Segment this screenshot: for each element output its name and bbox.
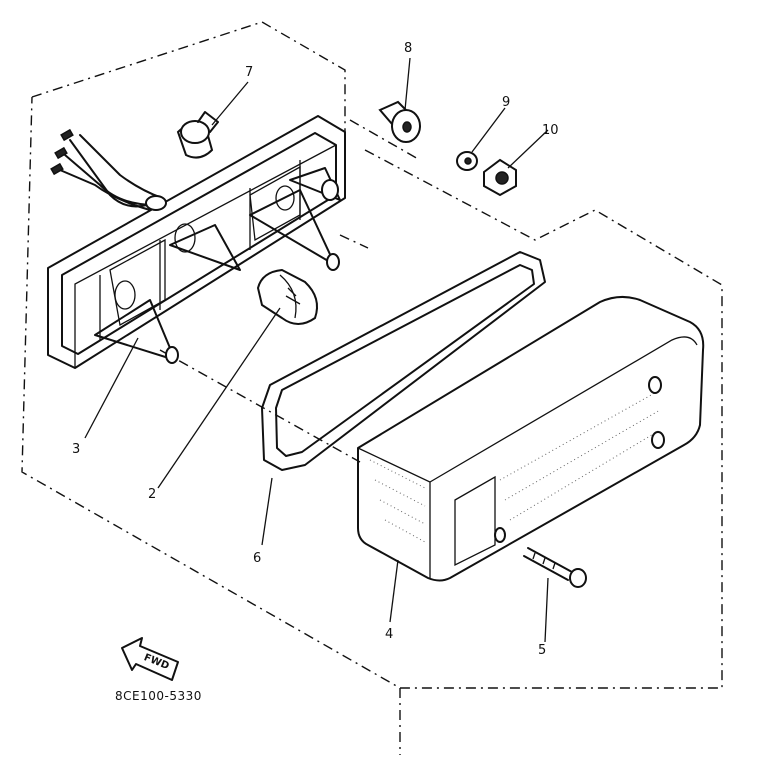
lens bbox=[357, 296, 705, 582]
bulb bbox=[256, 268, 318, 325]
callout-4: 4 bbox=[385, 627, 393, 642]
callout-7: 7 bbox=[245, 65, 253, 80]
callout-9: 9 bbox=[502, 95, 510, 110]
forward-direction-arrow: FWD bbox=[121, 637, 179, 681]
nut bbox=[483, 158, 517, 197]
assembly-boundary bbox=[21, 21, 723, 755]
callout-2: 2 bbox=[148, 487, 156, 502]
callout-3: 3 bbox=[72, 442, 80, 457]
gasket bbox=[261, 251, 546, 471]
screw bbox=[523, 547, 587, 588]
callout-6: 6 bbox=[253, 551, 261, 566]
drawing-code: 8CE100-5330 bbox=[115, 689, 202, 703]
callout-numbers: 8 7 9 10 3 2 6 4 5 bbox=[72, 41, 559, 658]
leader-lines bbox=[84, 57, 549, 643]
collar bbox=[378, 100, 421, 143]
grommet bbox=[176, 111, 219, 159]
washer bbox=[456, 151, 478, 171]
callout-10: 10 bbox=[542, 123, 559, 138]
callout-5: 5 bbox=[538, 643, 546, 658]
callout-8: 8 bbox=[404, 41, 412, 56]
tail-light-housing bbox=[47, 115, 346, 369]
